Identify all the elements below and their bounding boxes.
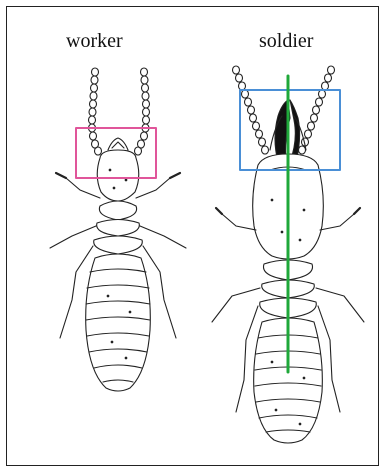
worker-mouthparts xyxy=(108,138,128,150)
soldier-mandible-right xyxy=(290,100,300,162)
worker-head xyxy=(97,150,139,201)
worker-pronotum xyxy=(99,201,136,220)
worker-antenna-left xyxy=(89,68,102,155)
soldier-antenna-left xyxy=(233,66,269,154)
worker-abdomen xyxy=(86,254,151,391)
worker-termite xyxy=(50,68,186,391)
worker-antenna-right xyxy=(135,68,150,155)
